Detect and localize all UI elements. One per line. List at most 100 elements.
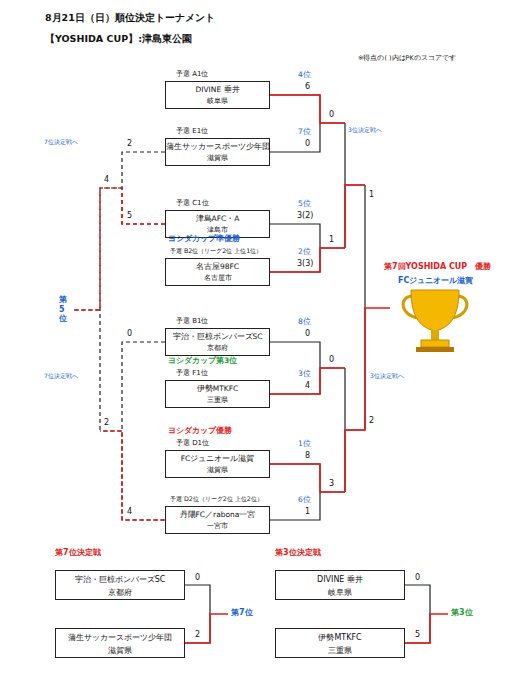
final-rank: 7位 <box>298 127 311 136</box>
team-box: 伊勢MTKFC三重県 <box>275 628 405 658</box>
winner-dashed-path <box>72 188 165 520</box>
trophy-plinth <box>416 347 454 352</box>
score: 3(2) <box>297 211 313 221</box>
score: 4 <box>127 507 132 517</box>
trophy-stem <box>431 330 439 340</box>
final-rank: 5位 <box>298 199 311 208</box>
team-region: 三重県 <box>266 646 414 655</box>
seed-heading: 予選 B1位 <box>176 317 208 325</box>
team-name: 宇治・巨椋ボンバーズSC <box>46 575 194 585</box>
trophy-cup <box>411 290 459 331</box>
section-heading: 第7位決定戦 <box>55 548 101 558</box>
team-name: 名古屋98FC <box>156 262 279 271</box>
team-region: 一宮市 <box>156 522 279 530</box>
team-region: 津島市 <box>156 226 279 234</box>
team-box: DIVINE 垂井岐阜県 <box>275 570 405 600</box>
winner-path <box>185 95 448 643</box>
score: 0 <box>329 355 334 365</box>
team-region: 名古屋市 <box>156 274 279 282</box>
section-heading: 第3位決定戦 <box>275 548 321 558</box>
place-result: 第5位 <box>59 295 69 324</box>
route-note: 3位決定戦へ <box>370 372 404 379</box>
seed-heading: 予選 E1位 <box>176 127 208 135</box>
score: 0 <box>195 573 200 583</box>
score: 3(3) <box>297 259 313 269</box>
team-box: 予選 A1位4位DIVINE 垂井岐阜県 <box>165 81 270 109</box>
seed-heading: 予選 A1位 <box>176 70 208 78</box>
score: 3 <box>329 479 334 489</box>
trophy-icon <box>403 290 467 352</box>
team-region: 京都府 <box>46 588 194 597</box>
seed-heading: 予選 C1位 <box>176 199 209 207</box>
score: 5 <box>415 630 420 640</box>
score: 0 <box>305 329 310 339</box>
final-rank: 3位 <box>298 369 311 378</box>
seed-heading: 予選 F1位 <box>176 369 208 377</box>
team-region: 三重県 <box>156 396 279 404</box>
seed-heading: 予選 D1位 <box>176 439 209 447</box>
team-box: ヨシダカップ準優勝予選 B2位（リーグ2位 上位1位）2位名古屋98FC名古屋市 <box>165 258 270 286</box>
bracket-line <box>122 152 165 224</box>
score: 4 <box>305 381 310 391</box>
award-label: ヨシダカップ第3位 <box>168 356 237 365</box>
team-name: 伊勢MTKFC <box>156 384 279 393</box>
place-result: 第3位 <box>451 608 473 618</box>
final-rank: 1位 <box>298 439 311 448</box>
bracket-line <box>270 95 320 152</box>
team-box: 予選 B1位8位宇治・巨椋ボンバーズSC京都府 <box>165 328 270 356</box>
team-box: 予選 D2位（リーグ2位 上位2位）6位丹陽FC／rabona一宮一宮市 <box>165 506 270 534</box>
note-text: ※得点の( )内はPKのスコアです <box>358 55 456 63</box>
score: 0 <box>305 139 310 149</box>
award-label: ヨシダカップ準優勝 <box>168 234 240 243</box>
trophy-base <box>421 340 449 347</box>
score: 0 <box>127 329 132 339</box>
team-name: FCジュニオール滋賀 <box>156 454 279 463</box>
venue-heading: 【YOSHIDA CUP】:津島東公園 <box>45 33 192 44</box>
score: 2 <box>195 630 200 640</box>
team-box: ヨシダカップ優勝予選 D1位1位FCジュニオール滋賀滋賀県 <box>165 450 270 478</box>
team-name: 蒲生サッカースポーツ少年団 <box>46 633 194 643</box>
team-box: 予選 C1位5位津島AFC・A津島市 <box>165 210 270 238</box>
score: 6 <box>305 82 310 92</box>
team-region: 滋賀県 <box>46 646 194 655</box>
team-name: 宇治・巨椋ボンバーズSC <box>156 332 279 341</box>
page-title: 8月21日（日）順位決定トーナメント <box>45 12 215 23</box>
score: 4 <box>104 175 109 185</box>
bracket-line <box>405 585 430 643</box>
score: 2 <box>104 418 109 428</box>
route-note: 3位決定戦へ <box>348 126 382 133</box>
team-region: 滋賀県 <box>156 466 279 474</box>
team-name: 伊勢MTKFC <box>266 633 414 643</box>
team-region: 京都府 <box>156 344 279 352</box>
trophy-handle <box>403 296 467 318</box>
bracket-line <box>122 342 165 520</box>
team-region: 滋賀県 <box>156 154 279 162</box>
route-note: 7位決定戦へ <box>44 372 78 379</box>
loser-bracket-line <box>72 188 122 431</box>
route-note: 7位決定戦へ <box>44 138 78 145</box>
team-box: ヨシダカップ第3位予選 F1位3位伊勢MTKFC三重県 <box>165 380 270 408</box>
award-label: ヨシダカップ優勝 <box>168 426 232 435</box>
final-rank: 8位 <box>298 317 311 326</box>
seed-heading: 予選 D2位（リーグ2位 上位2位） <box>170 495 263 503</box>
score: 8 <box>305 451 310 461</box>
score: 2 <box>369 416 374 426</box>
final-rank: 6位 <box>298 495 311 504</box>
team-box: 蒲生サッカースポーツ少年団滋賀県 <box>55 628 185 658</box>
team-box: 宇治・巨椋ボンバーズSC京都府 <box>55 570 185 600</box>
score: 0 <box>329 110 334 120</box>
score: 0 <box>415 573 420 583</box>
team-box: 予選 E1位7位蒲生サッカースポーツ少年団滋賀県 <box>165 138 270 166</box>
bracket-line <box>270 342 320 394</box>
team-name: DIVINE 垂井 <box>266 575 414 585</box>
place-result: 第7位 <box>231 608 253 618</box>
score: 5 <box>127 211 132 221</box>
bracket-line <box>185 585 210 643</box>
bracket-line <box>270 464 320 520</box>
seed-heading: 予選 B2位（リーグ2位 上位1位） <box>170 247 262 255</box>
team-name: 津島AFC・A <box>156 214 279 223</box>
team-name: DIVINE 垂井 <box>156 85 279 94</box>
champion-heading: 第7回YOSHIDA CUP 優勝 <box>384 262 491 272</box>
final-rank: 2位 <box>298 247 311 256</box>
bracket-line <box>270 224 320 272</box>
